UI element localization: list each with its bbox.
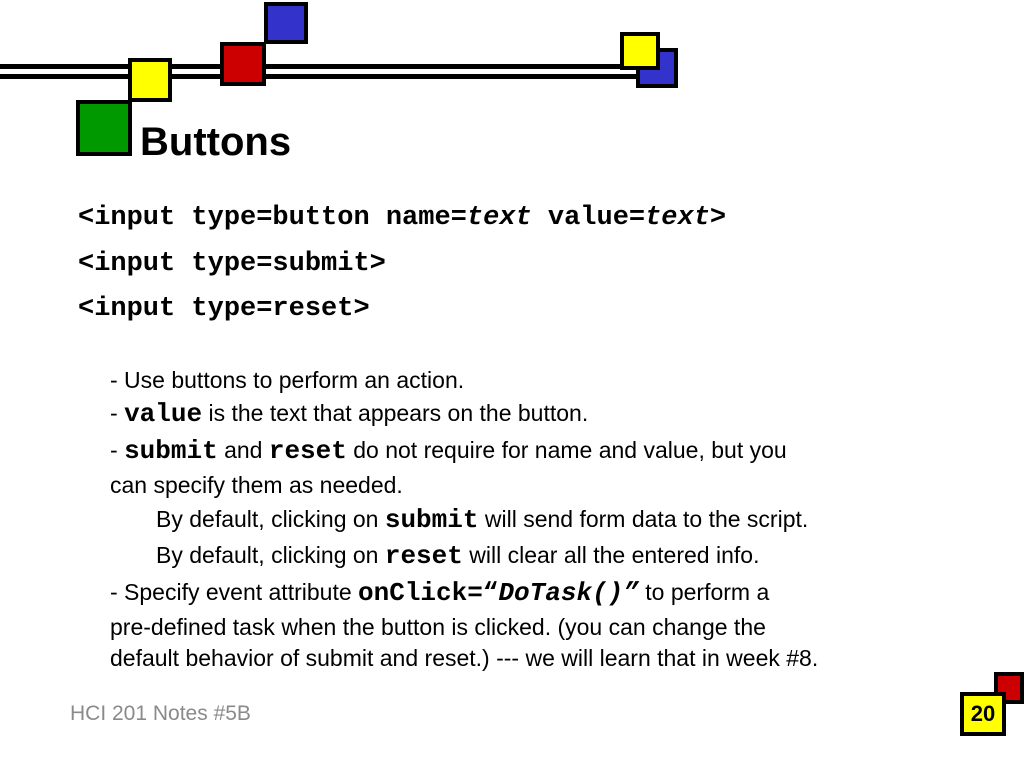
decor-square-blue-top bbox=[264, 2, 308, 44]
code-line-reset: <input type=reset> bbox=[78, 294, 370, 324]
decor-square-red bbox=[220, 42, 266, 86]
decor-square-yellow-mid bbox=[128, 58, 172, 102]
bullet-submit-reset: - submit and reset do not require for na… bbox=[110, 436, 787, 466]
bullet-onclick-cont-2: default behavior of submit and reset.) -… bbox=[110, 645, 819, 671]
bullet-submit-reset-cont: can specify them as needed. bbox=[110, 472, 403, 498]
sub-bullet-reset: By default, clicking on reset will clear… bbox=[156, 541, 760, 571]
decor-square-yellow-right bbox=[620, 32, 660, 70]
sub-bullet-submit: By default, clicking on submit will send… bbox=[156, 505, 809, 535]
decor-square-green bbox=[76, 100, 132, 156]
slide-footer: HCI 201 Notes #5B bbox=[70, 702, 251, 725]
bullet-onclick-cont-1: pre-defined task when the button is clic… bbox=[110, 614, 766, 640]
bullet-onclick: - Specify event attribute onClick=“DoTas… bbox=[110, 578, 770, 608]
page-number: 20 bbox=[960, 692, 1006, 736]
slide-title: Buttons bbox=[140, 120, 292, 164]
code-line-button: <input type=button name=text value=text> bbox=[78, 203, 727, 233]
header-rail-bottom bbox=[0, 74, 660, 79]
code-line-submit: <input type=submit> bbox=[78, 249, 386, 279]
header-rail-top bbox=[0, 64, 660, 69]
bullet-value: - value is the text that appears on the … bbox=[110, 399, 589, 429]
bullet-use-buttons: - Use buttons to perform an action. bbox=[110, 367, 465, 393]
